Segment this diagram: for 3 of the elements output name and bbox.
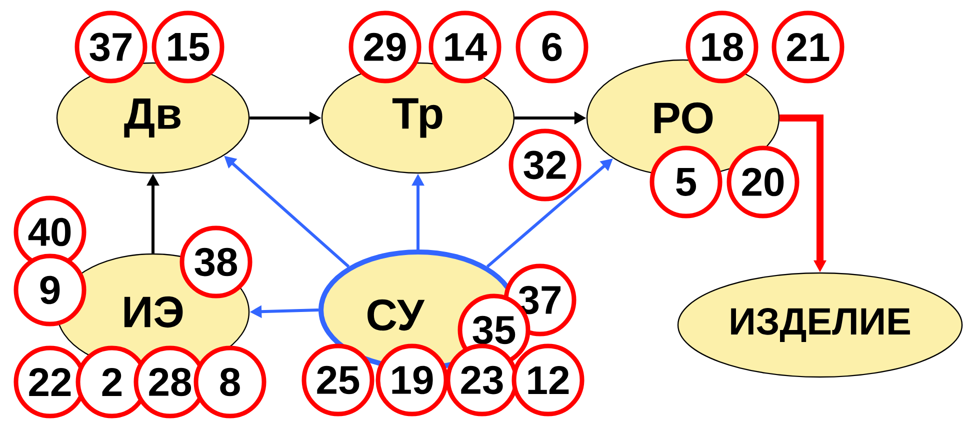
ellipse-node: ИЗДЕЛИЕ: [677, 272, 963, 378]
node-label: 12: [528, 366, 569, 394]
node-label: 2: [102, 368, 122, 396]
